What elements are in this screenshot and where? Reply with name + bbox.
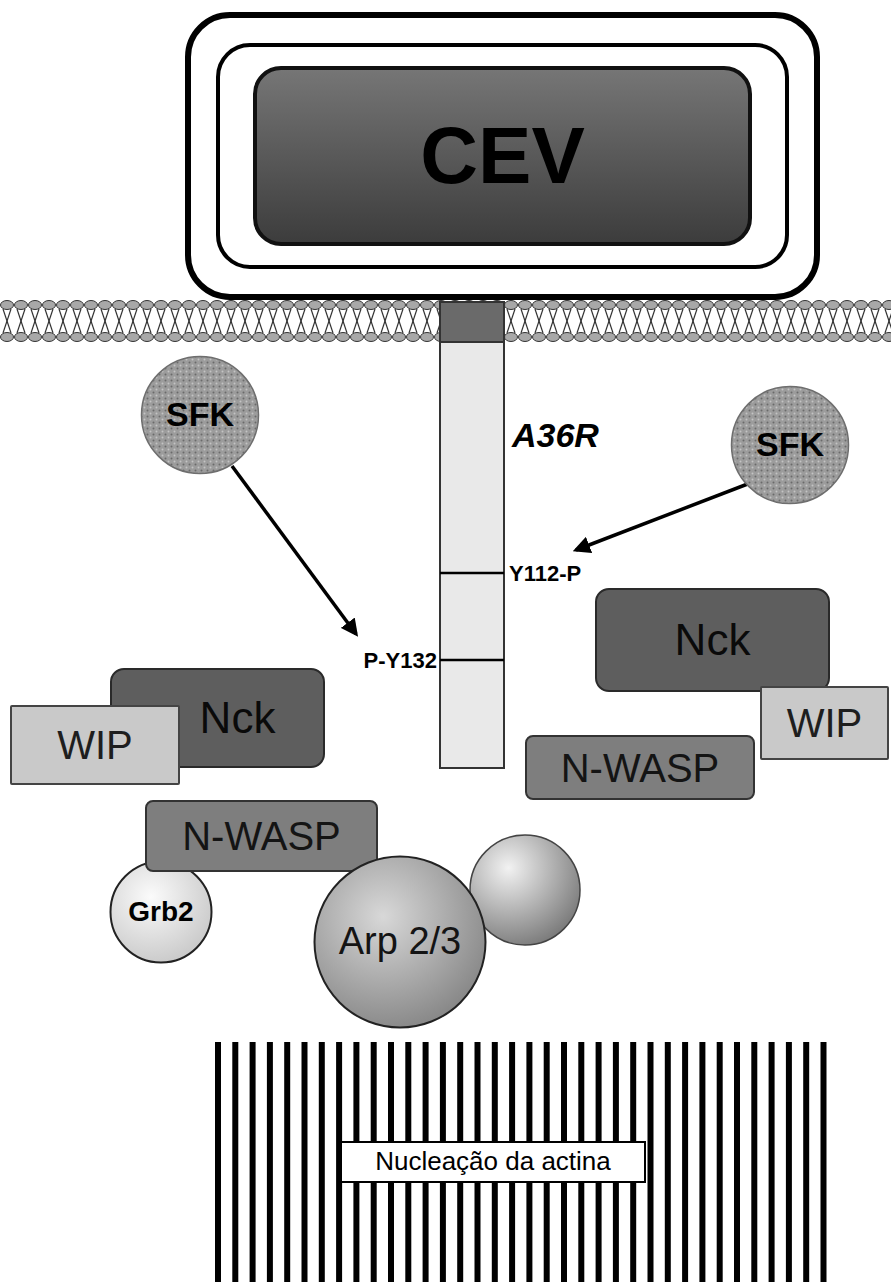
actin-filament: [319, 1042, 325, 1282]
actin-filament: [665, 1042, 671, 1282]
circle-outline: [111, 862, 212, 963]
actin-filament: [302, 1042, 308, 1282]
phosphorylation-arrow: [576, 480, 758, 550]
node-text: SFK: [166, 395, 234, 434]
node-text: CEV: [420, 110, 585, 202]
kinase-circle: SFK: [140, 355, 260, 475]
kinase-circle: SFK: [730, 385, 850, 505]
protein-label: A36R: [512, 416, 599, 455]
node-text: N-WASP: [182, 813, 341, 859]
inner-envelope: [218, 45, 787, 267]
actin-filament: [821, 1042, 827, 1282]
actin-filament: [769, 1042, 775, 1282]
actin-filament: [215, 1042, 221, 1282]
circle-outline: [732, 387, 849, 504]
actin-filament: [699, 1042, 705, 1282]
actin-filament: [284, 1042, 290, 1282]
node-text: Arp 2/3: [339, 920, 462, 964]
actin-filaments: [218, 1042, 824, 1282]
adaptor-box: Nck: [595, 588, 830, 692]
node-text: WIP: [787, 700, 863, 746]
node-text: N-WASP: [561, 745, 720, 791]
virion-core: [255, 68, 750, 244]
tyrosine-site-line: [440, 659, 504, 662]
site-label-holder: Y112-P: [509, 561, 581, 586]
node-text: Grb2: [128, 896, 193, 928]
transmembrane-segment: [440, 302, 504, 342]
a36r-protein-bar: [440, 302, 504, 768]
node-text: SFK: [756, 425, 824, 464]
outer-envelope: [188, 15, 817, 297]
circle-outline: [315, 857, 486, 1028]
node-text: Nucleação da actina: [375, 1147, 611, 1177]
circle-outline: [142, 357, 259, 474]
protein-box: WIP: [760, 686, 889, 760]
actin-filament: [786, 1042, 792, 1282]
protein-label-holder: A36R: [512, 416, 599, 455]
process-label-box: Nucleação da actina: [340, 1141, 646, 1183]
protein-box: N-WASP: [145, 800, 378, 872]
site-label: Y112-P: [509, 561, 581, 586]
actin-filament: [232, 1042, 238, 1282]
node-text: WIP: [57, 722, 133, 768]
protein-circle: Grb2: [109, 860, 213, 964]
protein-box: N-WASP: [525, 735, 755, 800]
node-text: Nck: [675, 615, 751, 666]
site-label: P-Y132: [364, 648, 437, 673]
phosphorylation-arrow: [232, 466, 356, 634]
actin-filament: [717, 1042, 723, 1282]
actin-filament: [648, 1042, 654, 1282]
site-label-holder: P-Y132: [364, 648, 437, 673]
actin-filament: [250, 1042, 256, 1282]
actin-filament: [267, 1042, 273, 1282]
protein-box: WIP: [10, 705, 180, 785]
tyrosine-site-line: [440, 572, 504, 575]
complex-circle: Arp 2/3: [313, 855, 487, 1029]
actin-filament: [751, 1042, 757, 1282]
virion-box: CEV: [185, 12, 820, 300]
actin-filament: [734, 1042, 740, 1282]
node-text: Nck: [200, 693, 276, 744]
arp-subunit-circle: [470, 835, 580, 945]
membrane-bilayer: [0, 300, 891, 342]
actin-filament: [803, 1042, 809, 1282]
actin-filament: [682, 1042, 688, 1282]
